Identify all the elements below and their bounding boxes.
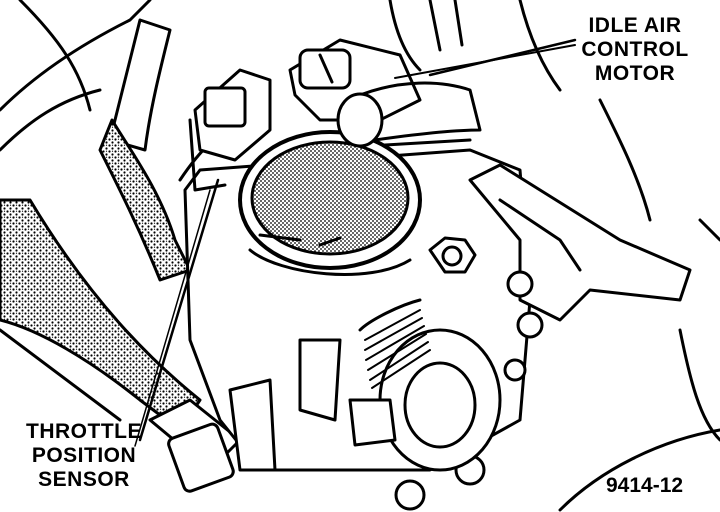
figure-number: 9414-12 xyxy=(606,474,684,497)
hex-nut xyxy=(428,236,477,274)
label-line: MOTOR xyxy=(594,62,676,85)
label-line: POSITION xyxy=(31,444,137,467)
tps-leader-line xyxy=(138,178,220,442)
label-line: THROTTLE xyxy=(26,420,142,443)
label-line: SENSOR xyxy=(38,468,130,491)
throttle-position-sensor-label: THROTTLE POSITION SENSOR xyxy=(24,420,144,492)
label-line: IDLE AIR xyxy=(588,14,682,37)
engine-outline-left xyxy=(0,0,152,112)
vacuum-hose-left xyxy=(0,198,202,432)
breather-hose xyxy=(108,18,172,152)
label-line: CONTROL xyxy=(581,38,689,61)
idle-air-control-motor-label: IDLE AIR CONTROL MOTOR xyxy=(560,14,710,86)
